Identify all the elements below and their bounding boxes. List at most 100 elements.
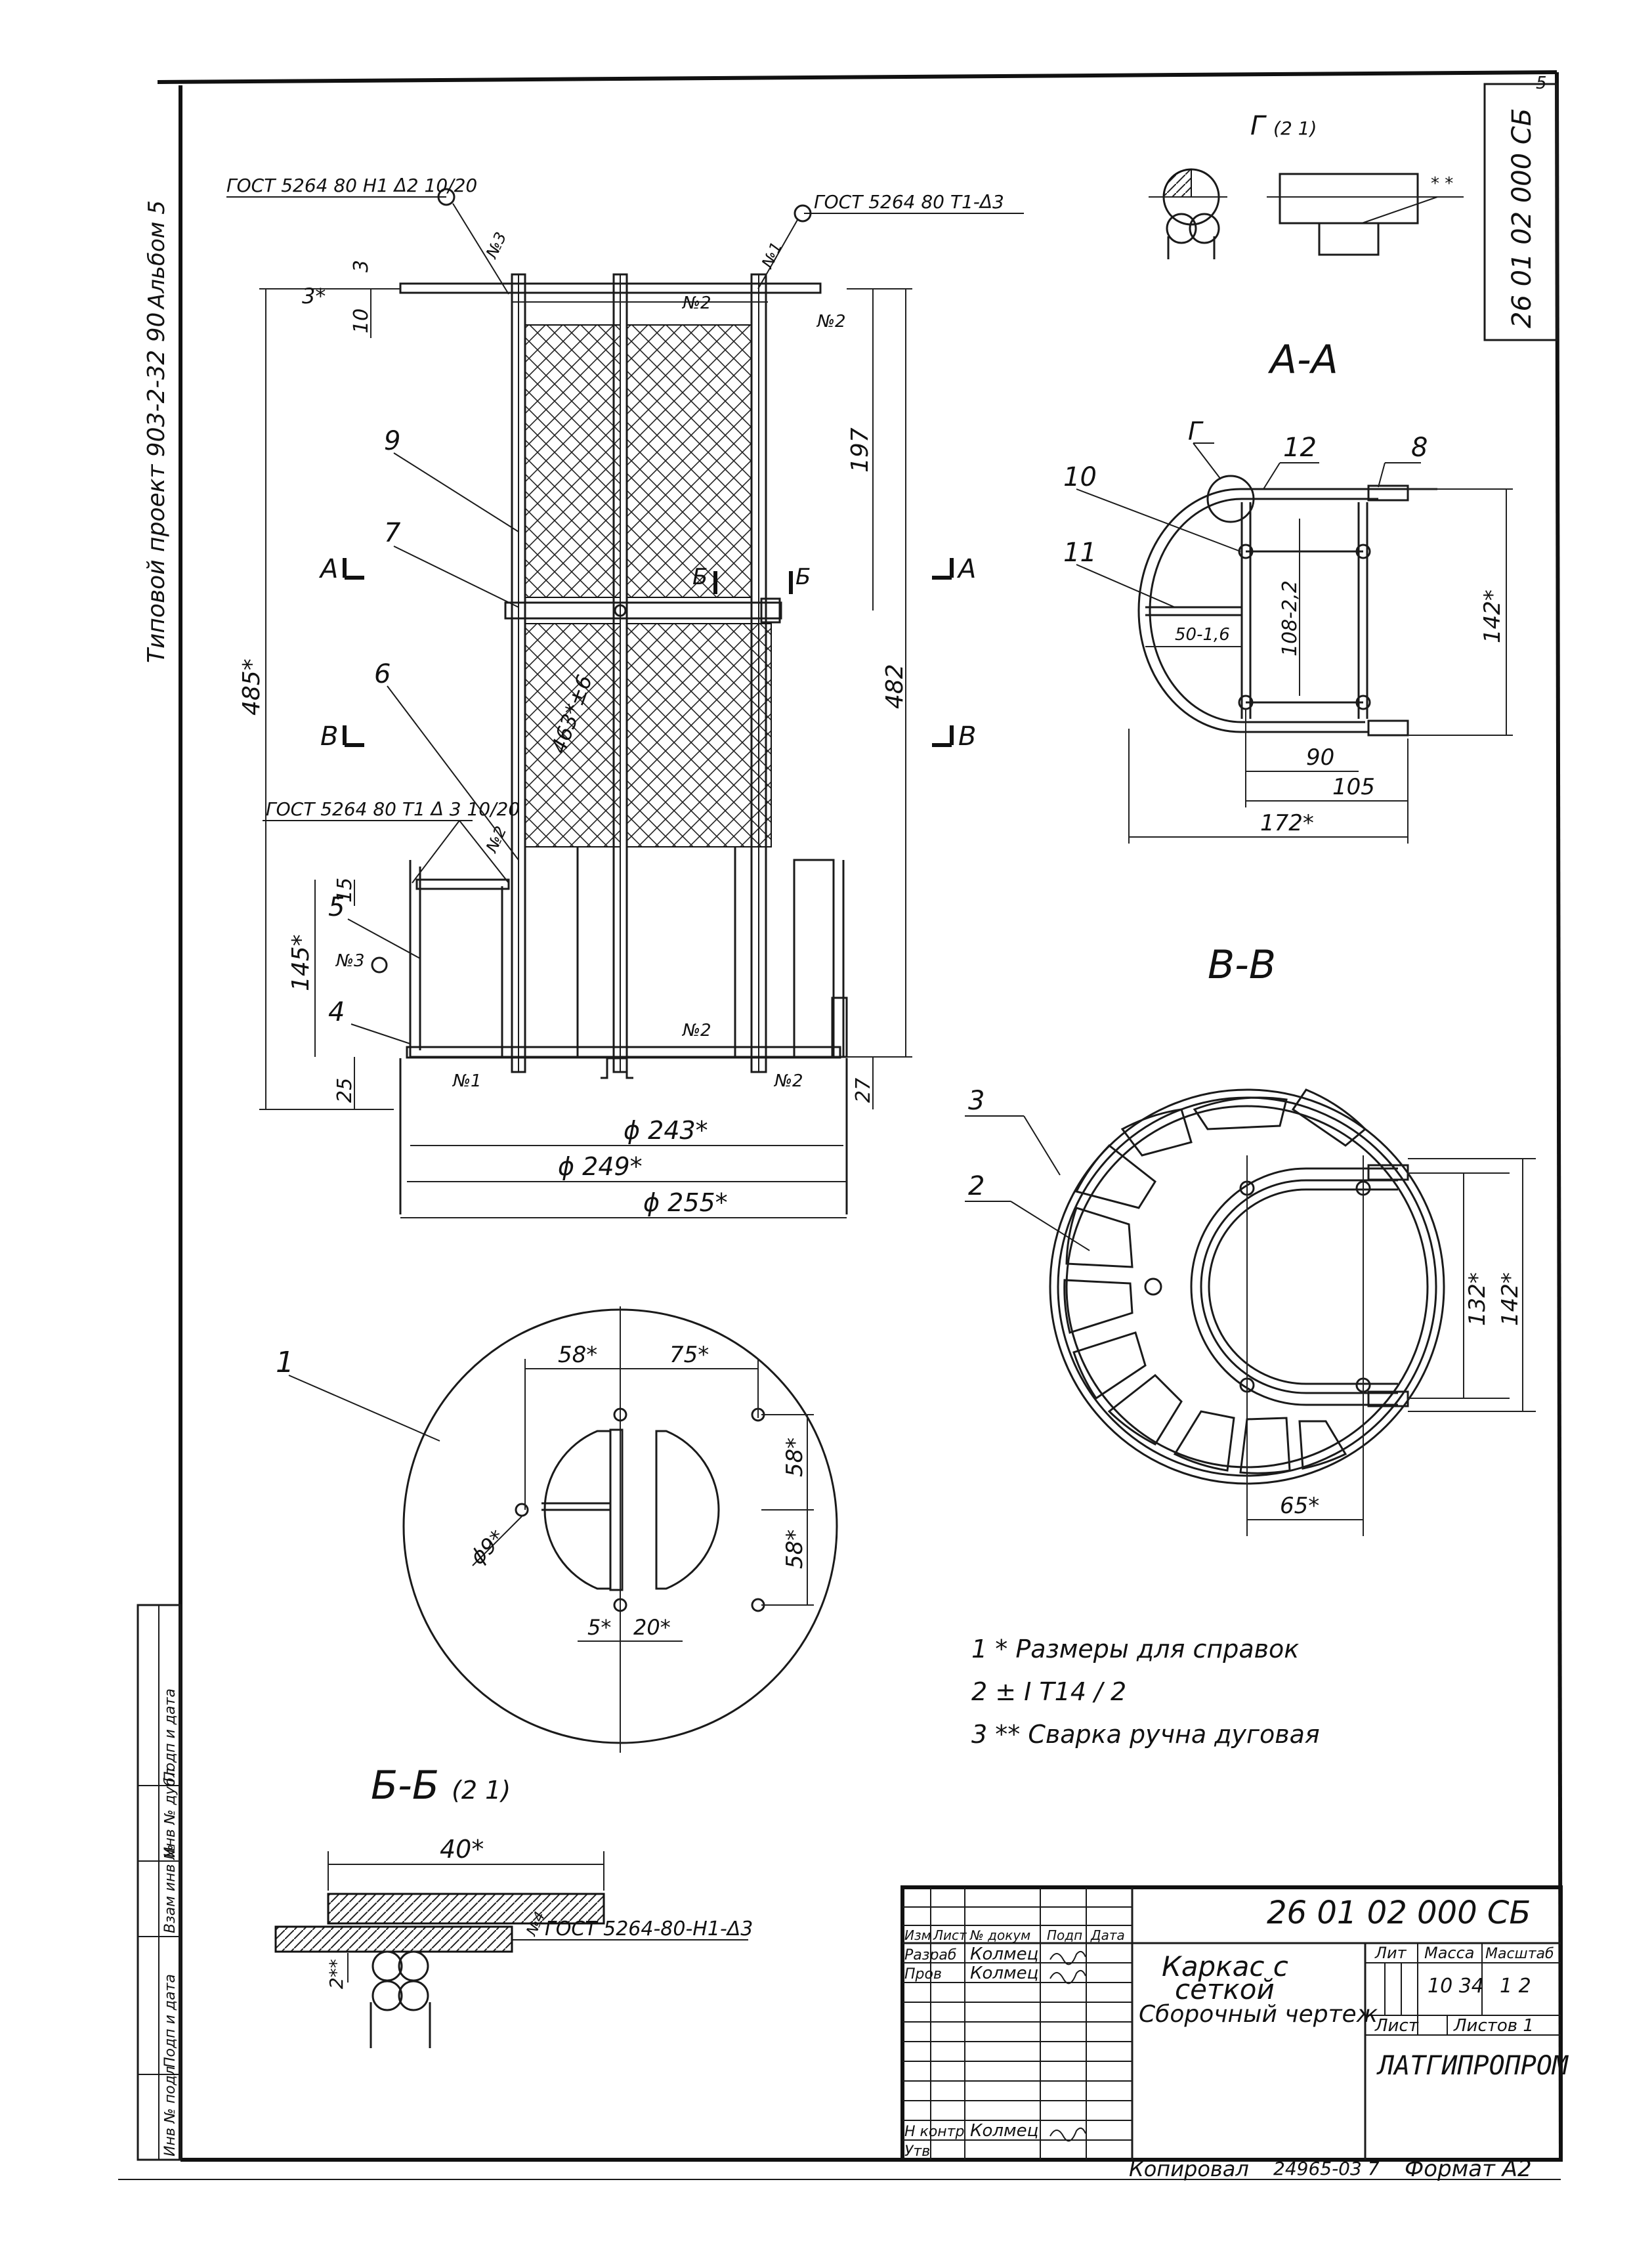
title-sheet-label: Лист (1374, 2016, 1419, 2036)
dim-132: 132* (1464, 1272, 1491, 1326)
callout-no3-left: №3 (335, 951, 365, 971)
title-org: ЛАТГИПРОПРОМ (1376, 2051, 1569, 2081)
dim-27: 27 (852, 1078, 875, 1103)
pos-2: 2 (968, 1171, 985, 1201)
dim-108: 108-2,2 (1279, 580, 1302, 656)
dim-75: 75* (669, 1342, 709, 1368)
footer: Копировал 24965-03 7 Формат А2 (1129, 2156, 1532, 2182)
section-aa-title: А-А (1267, 337, 1338, 383)
title-mass-value: 10 34 (1428, 1975, 1484, 1998)
pos-12: 12 (1283, 433, 1317, 463)
mesh-panel-upper-right (626, 324, 752, 598)
title-col-doc: № докум (969, 1927, 1030, 1943)
title-lit-header: Лит (1374, 1944, 1407, 1962)
front-position-leaders: 9 7 6 5 4 (328, 426, 519, 1044)
title-col-podp: Подп (1047, 1927, 1082, 1943)
front-callouts: ГОСТ 5264 80 Н1 Δ2 10/20 ГОСТ 5264 80 Т1… (226, 175, 1024, 1091)
pos-8: 8 (1411, 433, 1428, 463)
title-name-line1: Каркас с (1162, 1950, 1288, 1983)
dim-phi249: ϕ 249* (558, 1152, 643, 1181)
callout-no2-bottom-right: №2 (773, 1071, 803, 1091)
dim-58-right-bottom: 58* (782, 1530, 808, 1569)
dim-phi255: ϕ 255* (643, 1188, 728, 1217)
title-scale-value: 1 2 (1500, 1975, 1531, 1998)
title-col-list: Лист (933, 1927, 967, 1943)
callout-no2-right: №2 (816, 312, 846, 332)
dim-2-bb: 2** (326, 1959, 347, 1989)
pos-3: 3 (968, 1086, 985, 1116)
title-block: 26 01 02 000 СБ Каркас с сеткой Сборочны… (900, 1885, 1569, 2162)
section-mark-v-right: В (958, 721, 976, 752)
dim-3: 3 (350, 260, 373, 272)
side-stamp-2: Подп и дата (162, 1974, 179, 2068)
margin-text-group: Альбом 5 Типовой проект 903-2-32 90 (143, 200, 170, 663)
detail-g-view: Г (2 1) * * (1149, 111, 1464, 259)
title-row-prov-role: Пров (904, 1966, 942, 1983)
pos-5: 5 (328, 892, 345, 922)
dim-50: 50-1,6 (1175, 625, 1230, 645)
dim-15: 15 (333, 878, 356, 903)
title-col-date: Дата (1090, 1927, 1125, 1943)
callout-no1-bottom: №1 (452, 1071, 482, 1091)
doc-code-box: 26 01 02 000 СБ 5 (1483, 74, 1558, 341)
weld-callout-mid-left: ГОСТ 5264 80 Т1 Δ 3 10/20 (266, 798, 520, 820)
section-mark-b-left: Б (692, 564, 708, 590)
detail-g-title: Г (2 1) (1250, 111, 1317, 141)
title-col-izm: Изм (904, 1927, 931, 1943)
pos-6: 6 (374, 659, 391, 689)
note-1: 1 * Размеры для справок (971, 1635, 1299, 1663)
dim-phi9: ϕ9* (465, 1525, 510, 1570)
callout-no2-bottom: №2 (681, 1021, 711, 1040)
section-vv: В-В 132* 142* (965, 942, 1536, 1536)
album-label: Альбом 5 (144, 200, 170, 310)
dim-58-top: 58* (558, 1342, 597, 1368)
sheet-number-top: 5 (1536, 74, 1547, 93)
dim-5: 5* (587, 1615, 611, 1640)
dim-3star: 3* (302, 284, 326, 309)
notes: 1 * Размеры для справок 2 ± I T14 / 2 3 … (971, 1635, 1320, 1749)
mesh-panel-lower-right (626, 623, 772, 847)
side-stamp-3: Взам инв № (162, 1845, 179, 1933)
project-label: Типовой проект 903-2-32 90 (143, 312, 170, 663)
section-mark-a-left: А (318, 554, 338, 584)
section-aa: А-А Г 10 11 12 8 142* (1063, 337, 1513, 844)
title-sheets-label: Листов 1 (1453, 2016, 1534, 2036)
title-mass-header: Масса (1424, 1944, 1475, 1962)
dim-105: 105 (1332, 774, 1375, 800)
footer-format: Формат А2 (1405, 2156, 1532, 2182)
signature-2 (1049, 1969, 1086, 1984)
dim-482: 482 (881, 664, 908, 709)
title-row-nkontr-role: Н контр (904, 2124, 964, 2140)
pos-1: 1 (276, 1346, 294, 1379)
callout-no2-mid: №2 (482, 823, 510, 856)
detail-g-marker: Г (1188, 417, 1204, 446)
title-name-line2: сеткой (1175, 1973, 1275, 2005)
weld-callout-bb: ГОСТ 5264-80-Н1-Δ3 (545, 1918, 753, 1940)
footer-order: 24965-03 7 (1273, 2158, 1380, 2179)
section-bb: Б-Б (2 1) 40* 2** №4 ГОСТ 5264-80-Н1-Δ3 (274, 1763, 753, 2048)
title-row-utv-role: Утв (904, 2143, 930, 2160)
callout-no2-top: №2 (681, 293, 711, 313)
section-markers: А А В В Б Б (318, 554, 976, 752)
pos-11: 11 (1063, 538, 1097, 568)
callout-no1-top: №1 (757, 239, 786, 272)
pos-9: 9 (384, 426, 400, 456)
mesh-panel-upper-left (524, 324, 621, 598)
doc-code-box-text: 26 01 02 000 СБ (1507, 108, 1537, 328)
dim-145: 145* (287, 934, 314, 991)
title-row-nkontr-name: Колмец (970, 2121, 1038, 2141)
section-bb-title: Б-Б (2 1) (371, 1763, 511, 1809)
dim-172: 172* (1260, 810, 1314, 836)
plate-view: 58* 75* 58* 58* ϕ9* 5* 20* 1 (276, 1306, 838, 1753)
pos-7: 7 (384, 518, 401, 548)
section-vv-title: В-В (1208, 942, 1276, 988)
side-stamp-4: Инв № дубл (162, 1768, 179, 1858)
dim-40: 40* (440, 1835, 484, 1864)
signature-3 (1049, 2127, 1086, 2142)
section-mark-v-left: В (320, 721, 338, 752)
dim-phi243: ϕ 243* (624, 1116, 708, 1145)
section-mark-a-right: А (956, 554, 976, 584)
side-stamp-1: Инв № подл (162, 2066, 179, 2156)
title-row-razrab-role: Разраб (904, 1947, 956, 1963)
note-3: 3 ** Сварка ручна дуговая (971, 1720, 1320, 1749)
